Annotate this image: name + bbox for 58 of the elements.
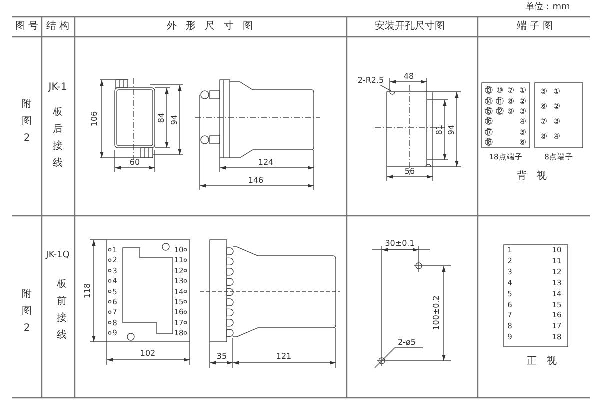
terminal-number: ⑤	[519, 128, 527, 136]
terminal-number: ④	[519, 118, 527, 126]
figure-number: 附图2	[22, 288, 32, 336]
dimension-label: 94	[448, 124, 456, 136]
dimension-label: 146	[248, 177, 264, 185]
dimension-label: 100±0.2	[433, 296, 441, 330]
column-header: 外形尺寸图	[166, 22, 262, 32]
terminal-number: ⑯	[485, 118, 493, 126]
terminal-number: ⑬	[485, 87, 493, 95]
dimension-label: 30±0.1	[385, 240, 415, 248]
column-header: 端子图	[516, 22, 556, 32]
model-code: JK-1Q	[46, 252, 70, 260]
dimension-label: 124	[258, 159, 274, 167]
terminal-number: ⑧	[540, 133, 548, 141]
terminal-number: ①	[519, 87, 527, 95]
terminal-number: ⑦	[540, 118, 548, 126]
terminal-number: ⑮	[485, 108, 493, 116]
unit-note: 单位：mm	[526, 4, 570, 12]
dimension-label: 81	[436, 124, 444, 136]
dimension-label: 84	[158, 112, 166, 124]
dimension-label: 60	[130, 159, 140, 167]
terminal-number: ⑨	[507, 108, 515, 116]
figure-number: 附图2	[22, 98, 32, 146]
terminal-number: ⑥	[540, 103, 548, 111]
terminal-number: ⑦	[507, 87, 515, 95]
view-caption: 正视	[526, 357, 567, 367]
terminal-number: ④	[553, 133, 561, 141]
dimension-label: 2-R2.5	[358, 77, 384, 85]
column-header: 图号	[14, 22, 42, 32]
dimension-label: 35	[216, 353, 228, 361]
wiring-type: 板后接线	[53, 106, 63, 171]
dimension-label: 121	[276, 353, 292, 361]
terminal-number: ①	[553, 88, 561, 96]
terminal-number: ②	[553, 103, 561, 111]
dimension-label: 56	[404, 168, 416, 176]
dimension-label: 48	[404, 73, 414, 81]
terminal-number: ⑫	[496, 108, 504, 116]
view-caption: 背视	[516, 172, 557, 182]
model-code: JK-1	[48, 83, 68, 93]
terminal-number: ⑧	[507, 98, 515, 106]
dimension-label: 106	[91, 111, 99, 127]
terminal-number: ③	[553, 118, 561, 126]
dimension-label: 102	[140, 350, 156, 358]
dimension-label: 118	[84, 283, 92, 299]
terminal-number: ⑭	[485, 98, 493, 106]
terminal-number: ⑰	[485, 128, 493, 136]
terminal-number: ⑤	[540, 88, 548, 96]
dimension-label: 94	[171, 114, 179, 126]
terminal-number: ⑱	[485, 139, 493, 147]
terminal-number: ⑪	[496, 98, 504, 106]
terminal-number: ③	[519, 108, 527, 116]
wiring-type: 板前接线	[57, 278, 67, 343]
dimension-label: 2-ø5	[398, 339, 416, 347]
column-header: 结构	[46, 22, 72, 32]
column-header: 安装开孔尺寸图	[375, 22, 445, 32]
terminal-number: ⑩	[496, 87, 504, 95]
terminal-number: ⑥	[519, 139, 527, 147]
terminal-number: ②	[519, 98, 527, 106]
